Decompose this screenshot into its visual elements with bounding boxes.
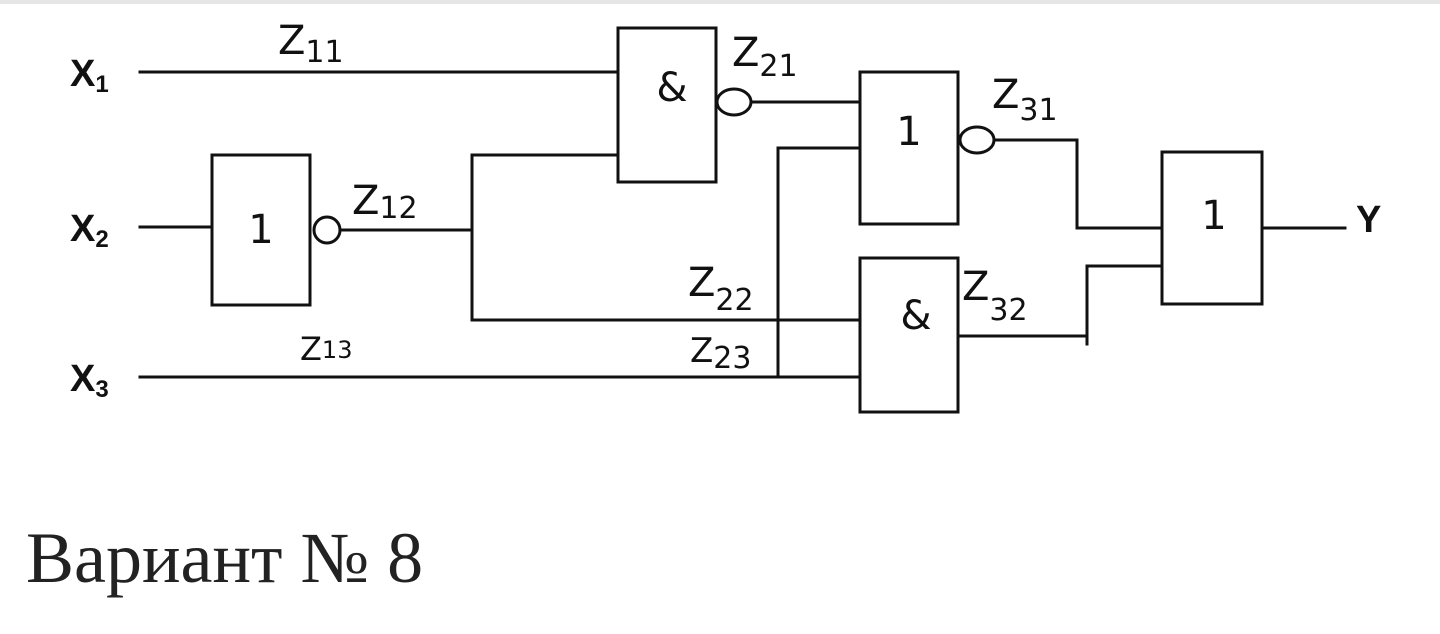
gate-symbol: &	[656, 65, 687, 111]
gate-and-top: &	[616, 26, 753, 184]
wires	[138, 70, 1347, 379]
signal-label-z22: Z22	[688, 260, 754, 318]
gate-symbol: &	[900, 293, 931, 339]
gate-and-bottom: &	[858, 256, 960, 414]
inversion-bubble	[958, 125, 996, 155]
gate-or-mid: 1	[858, 70, 996, 226]
variant-caption: Вариант № 8	[26, 518, 424, 598]
input-label-x1: X1	[70, 53, 109, 98]
input-label-x2: X2	[70, 208, 109, 253]
signal-label-z21: Z21	[732, 30, 798, 84]
wire-z23-to-or-mid	[776, 146, 862, 379]
input-label-x3: X3	[70, 358, 109, 403]
gate-not-x2: 1	[210, 153, 342, 307]
output-label-y: Y	[1356, 199, 1381, 241]
inversion-bubble	[715, 87, 753, 117]
wire-z32-to-or-final	[956, 264, 1164, 338]
gate-symbol: 1	[896, 109, 921, 155]
gate-symbol: 1	[248, 207, 273, 253]
signal-label-z32: Z32	[962, 264, 1028, 328]
gate-symbol: 1	[1201, 193, 1226, 239]
inversion-bubble	[312, 215, 342, 245]
signal-label-z12: Z12	[352, 178, 418, 226]
signal-label-z11: Z11	[278, 18, 344, 70]
signal-label-z23: Z23	[690, 331, 751, 376]
gate-or-final: 1	[1160, 150, 1264, 306]
wire-z31-to-or-final	[992, 138, 1164, 230]
signal-label-z13: Z13	[300, 330, 352, 368]
signal-label-z31: Z31	[992, 72, 1058, 128]
